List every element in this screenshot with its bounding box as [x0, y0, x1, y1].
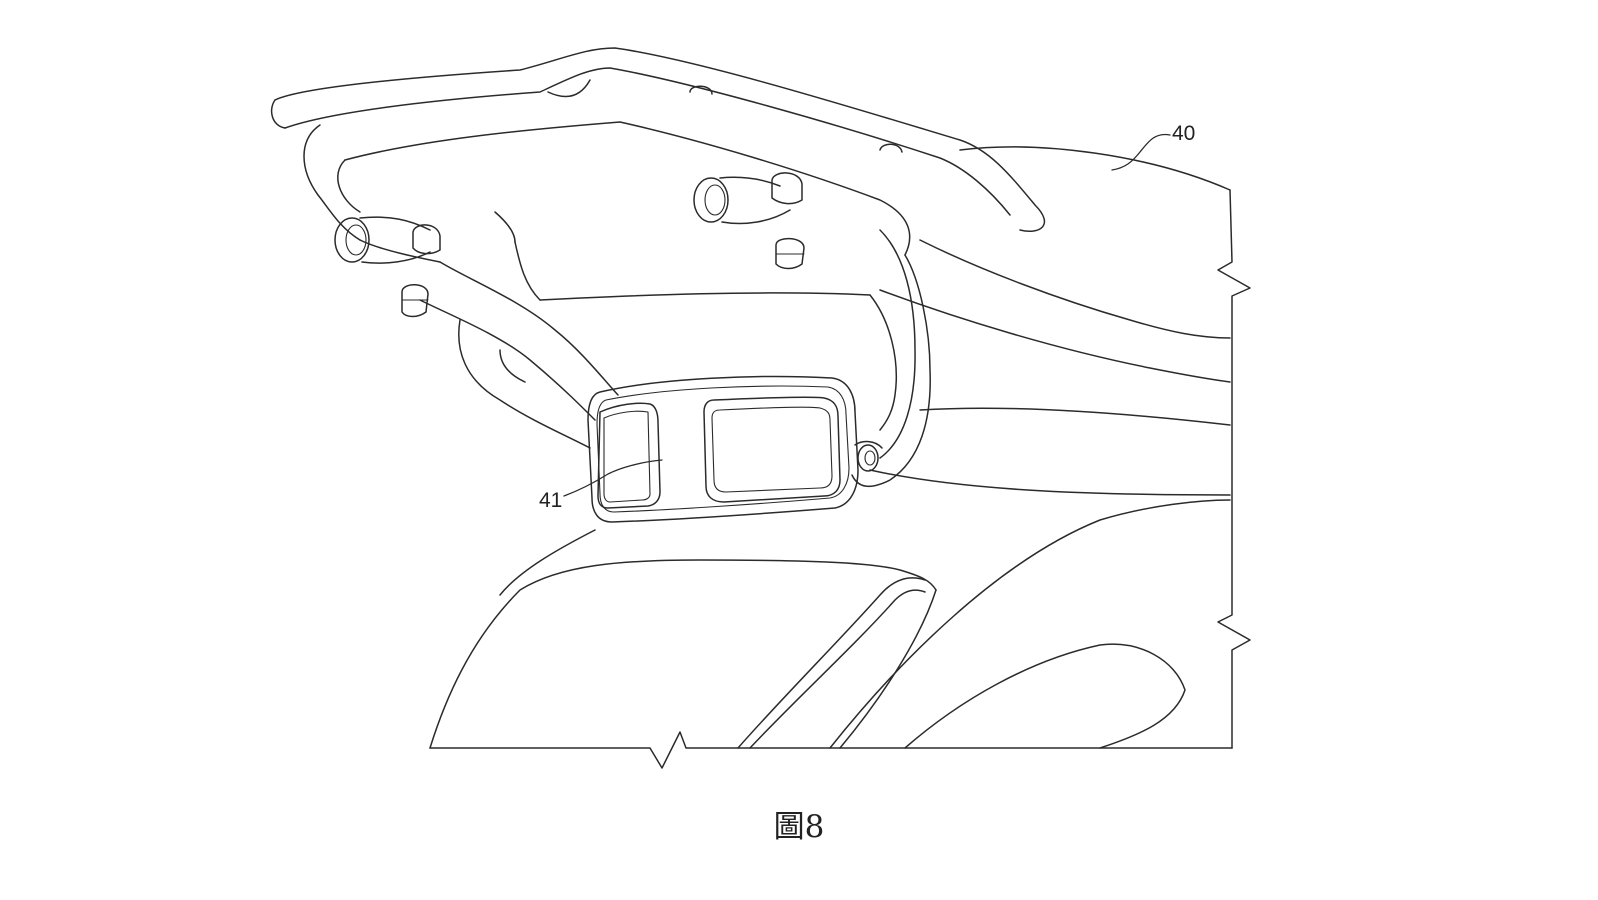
- left-mount-pegs: [334, 216, 441, 318]
- vehicle-body-panel: [429, 146, 1251, 769]
- leader-line-40: [1111, 133, 1171, 171]
- leader-line-41: [563, 459, 663, 497]
- figure-caption: 圖8: [773, 809, 825, 845]
- reference-numeral-40: 40: [1172, 122, 1196, 145]
- tube-frame: [303, 121, 931, 487]
- grab-rail: [270, 47, 1046, 232]
- right-mount-pegs: [693, 172, 805, 270]
- display-module: [587, 375, 883, 523]
- reference-numeral-41: 41: [539, 489, 563, 512]
